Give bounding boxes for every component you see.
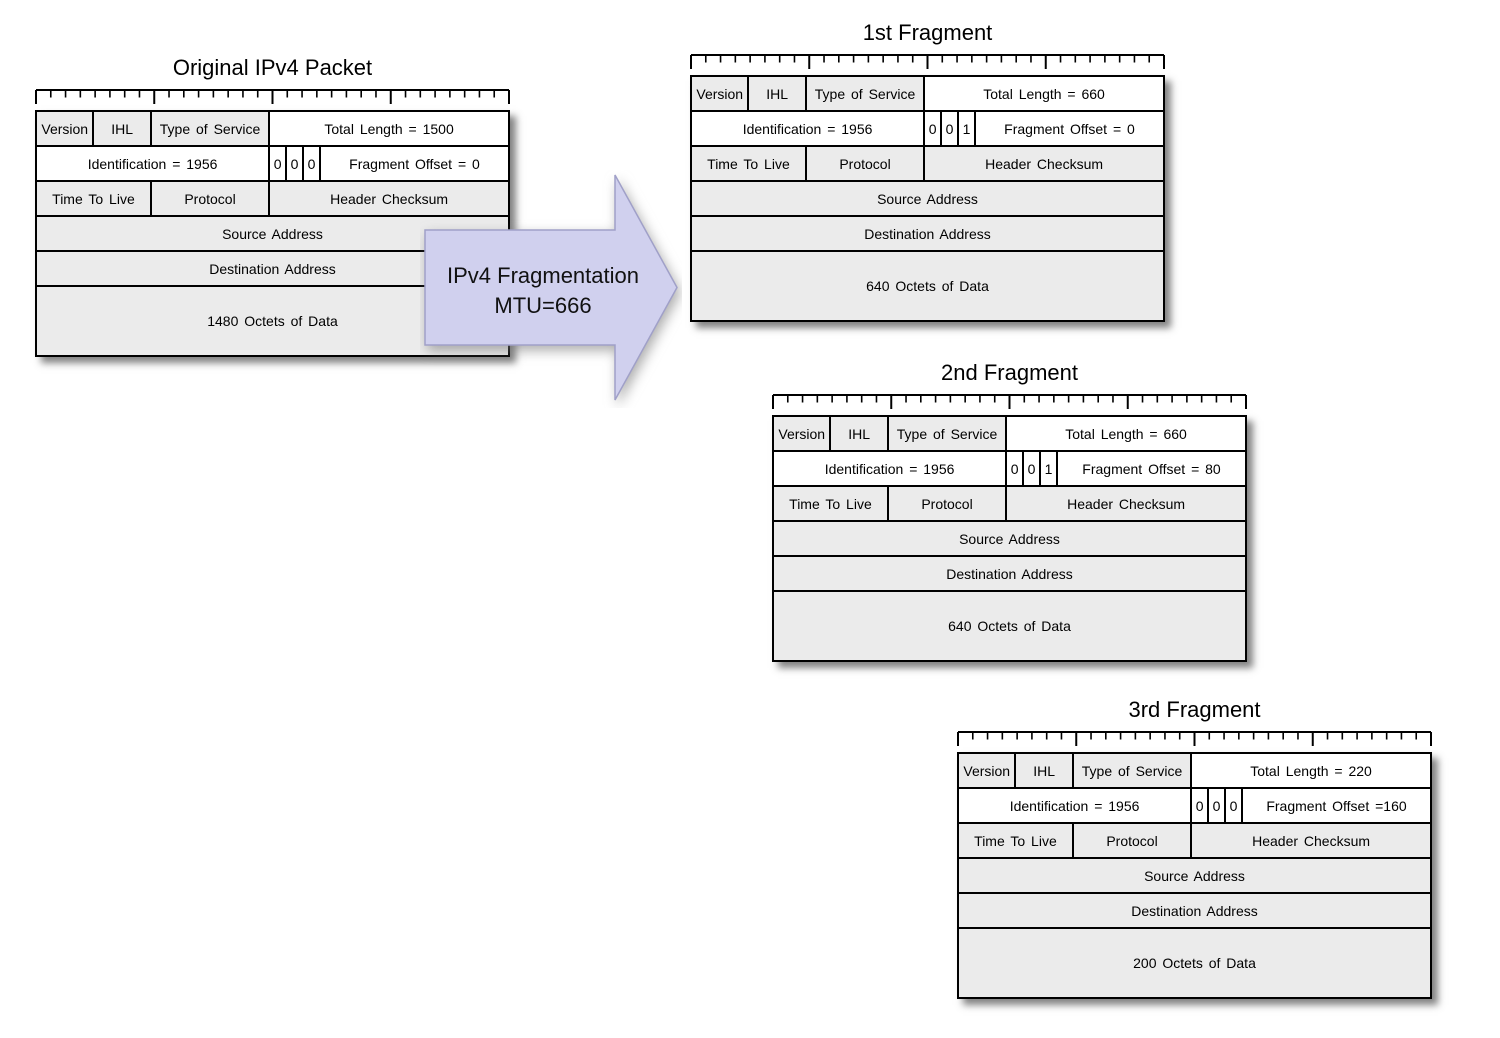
field-protocol: Protocol	[151, 182, 271, 215]
field-data-octets: 640 Octets of Data	[692, 252, 1163, 320]
flag-bit-0: 0	[1007, 452, 1025, 485]
field-data-octets: 200 Octets of Data	[959, 929, 1430, 997]
header-row-1: Version IHL Type of Service Total Length…	[774, 417, 1245, 452]
field-type-of-service: Type of Service	[888, 417, 1008, 450]
field-ihl: IHL	[1016, 754, 1074, 787]
field-identification: Identification = 1956	[692, 112, 926, 145]
field-ihl: IHL	[749, 77, 807, 110]
field-version: Version	[959, 754, 1017, 787]
flag-bit-2: 1	[1041, 452, 1058, 485]
header-row-5: Destination Address	[959, 894, 1430, 929]
arrow-label-line1: IPv4 Fragmentation	[447, 263, 639, 288]
header-row-3: Time To Live Protocol Header Checksum	[959, 824, 1430, 859]
packet-title: Original IPv4 Packet	[172, 55, 373, 80]
field-type-of-service: Type of Service	[806, 77, 926, 110]
header-row-1: Version IHL Type of Service Total Length…	[692, 77, 1163, 112]
flag-bit-0: 0	[925, 112, 943, 145]
header-row-3: Time To Live Protocol Header Checksum	[37, 182, 508, 217]
data-row: 200 Octets of Data	[959, 929, 1430, 997]
flag-bit-1: 0	[1024, 452, 1042, 485]
header-row-2: Identification = 1956 0 0 1 Fragment Off…	[774, 452, 1245, 487]
field-destination-address: Destination Address	[692, 217, 1163, 250]
flag-bit-0: 0	[1192, 789, 1210, 822]
packet-table: Version IHL Type of Service Total Length…	[690, 75, 1165, 322]
field-total-length: Total Length = 1500	[270, 112, 508, 145]
field-ihl: IHL	[831, 417, 889, 450]
field-version: Version	[692, 77, 750, 110]
header-row-4: Source Address	[692, 182, 1163, 217]
packet-table: Version IHL Type of Service Total Length…	[772, 415, 1247, 662]
header-row-2: Identification = 1956 0 0 1 Fragment Off…	[692, 112, 1163, 147]
field-data-octets: 640 Octets of Data	[774, 592, 1245, 660]
field-source-address: Source Address	[959, 859, 1430, 892]
flag-bit-2: 0	[1226, 789, 1243, 822]
bit-ruler	[35, 89, 510, 105]
packet-fragment-2: 2nd Fragment Version IHL Type of Service…	[772, 360, 1247, 662]
flag-bit-1: 0	[1209, 789, 1227, 822]
field-source-address: Source Address	[774, 522, 1245, 555]
field-version: Version	[774, 417, 832, 450]
data-row: 640 Octets of Data	[774, 592, 1245, 660]
field-ttl: Time To Live	[37, 182, 152, 215]
field-type-of-service: Type of Service	[151, 112, 271, 145]
packet-title: 3rd Fragment	[1128, 697, 1261, 722]
field-identification: Identification = 1956	[37, 147, 271, 180]
packet-title: 1st Fragment	[862, 20, 993, 45]
header-row-2: Identification = 1956 0 0 0 Fragment Off…	[959, 789, 1430, 824]
field-header-checksum: Header Checksum	[925, 147, 1163, 180]
packet-table: Version IHL Type of Service Total Length…	[957, 752, 1432, 999]
packet-fragment-1: 1st Fragment Version IHL Type of Service…	[690, 20, 1165, 322]
header-row-5: Destination Address	[692, 217, 1163, 252]
field-total-length: Total Length = 220	[1192, 754, 1430, 787]
field-destination-address: Destination Address	[959, 894, 1430, 927]
flag-bit-1: 0	[287, 147, 305, 180]
packet-title: 2nd Fragment	[941, 360, 1078, 385]
header-row-5: Destination Address	[774, 557, 1245, 592]
arrow-label-line2: MTU=666	[494, 293, 592, 318]
field-total-length: Total Length = 660	[925, 77, 1163, 110]
field-version: Version	[37, 112, 95, 145]
field-ihl: IHL	[94, 112, 152, 145]
header-row-4: Source Address	[959, 859, 1430, 894]
flag-bit-2: 0	[304, 147, 321, 180]
fragmentation-arrow-icon	[424, 174, 678, 401]
header-row-2: Identification = 1956 0 0 0 Fragment Off…	[37, 147, 508, 182]
field-header-checksum: Header Checksum	[1007, 487, 1245, 520]
field-header-checksum: Header Checksum	[270, 182, 508, 215]
arrow-label: IPv4 Fragmentation MTU=666	[424, 261, 662, 321]
data-row: 640 Octets of Data	[692, 252, 1163, 320]
header-row-4: Source Address	[774, 522, 1245, 557]
flag-bit-1: 0	[942, 112, 960, 145]
header-row-1: Version IHL Type of Service Total Length…	[37, 112, 508, 147]
block-arrow-shape	[424, 174, 678, 401]
field-protocol: Protocol	[806, 147, 926, 180]
field-fragment-offset: Fragment Offset = 0	[976, 112, 1163, 145]
field-source-address: Source Address	[692, 182, 1163, 215]
field-identification: Identification = 1956	[959, 789, 1193, 822]
field-ttl: Time To Live	[774, 487, 889, 520]
field-total-length: Total Length = 660	[1007, 417, 1245, 450]
field-ttl: Time To Live	[692, 147, 807, 180]
field-type-of-service: Type of Service	[1073, 754, 1193, 787]
field-destination-address: Destination Address	[774, 557, 1245, 590]
field-header-checksum: Header Checksum	[1192, 824, 1430, 857]
header-row-1: Version IHL Type of Service Total Length…	[959, 754, 1430, 789]
field-fragment-offset: Fragment Offset = 80	[1058, 452, 1245, 485]
bit-ruler	[690, 54, 1165, 70]
flag-bit-2: 1	[959, 112, 976, 145]
bit-ruler	[772, 394, 1247, 410]
field-ttl: Time To Live	[959, 824, 1074, 857]
field-protocol: Protocol	[1073, 824, 1193, 857]
field-protocol: Protocol	[888, 487, 1008, 520]
bit-ruler	[957, 731, 1432, 747]
field-fragment-offset: Fragment Offset = 0	[321, 147, 508, 180]
packet-fragment-3: 3rd Fragment Version IHL Type of Service…	[957, 697, 1432, 999]
field-identification: Identification = 1956	[774, 452, 1008, 485]
field-fragment-offset: Fragment Offset =160	[1243, 789, 1430, 822]
header-row-3: Time To Live Protocol Header Checksum	[774, 487, 1245, 522]
header-row-3: Time To Live Protocol Header Checksum	[692, 147, 1163, 182]
flag-bit-0: 0	[270, 147, 288, 180]
